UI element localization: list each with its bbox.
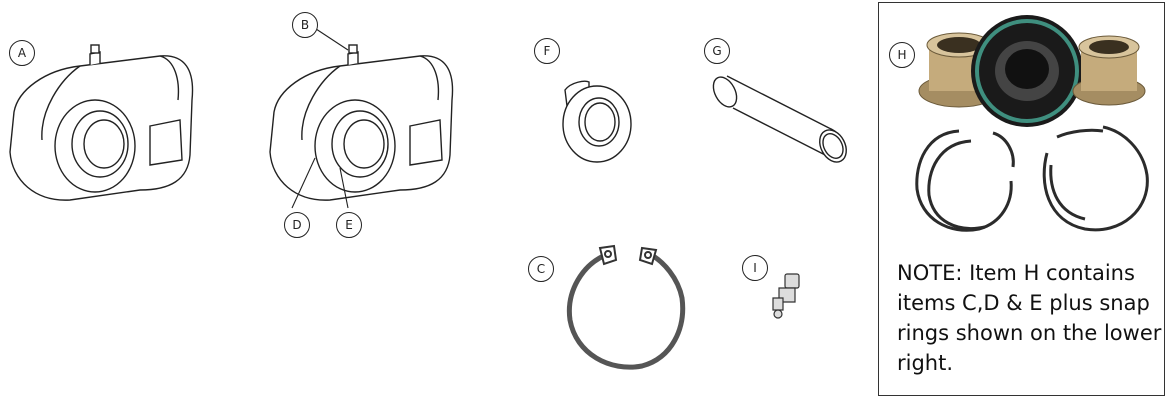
grease-fitting-i-illustration — [765, 270, 815, 320]
kit-note: NOTE: Item H contains items C,D & E plus… — [897, 258, 1165, 378]
snap-ring-c-illustration — [560, 238, 690, 378]
bushing-f-illustration — [545, 70, 635, 170]
callout-i: I — [742, 255, 768, 281]
callout-d: D — [284, 212, 310, 238]
housing-a-illustration — [0, 40, 200, 210]
housing-b-illustration — [260, 40, 460, 210]
callout-a: A — [9, 40, 35, 66]
kit-h-photo — [889, 13, 1159, 253]
sleeve-g-illustration — [705, 60, 865, 170]
callout-e: E — [336, 212, 362, 238]
callout-b: B — [292, 12, 318, 38]
callout-f: F — [534, 38, 560, 64]
callout-c: C — [528, 256, 554, 282]
callout-g: G — [704, 38, 730, 64]
callout-h: H — [889, 42, 915, 68]
kit-h-panel: H NOTE: Item H contains items C,D & E pl… — [878, 2, 1165, 396]
